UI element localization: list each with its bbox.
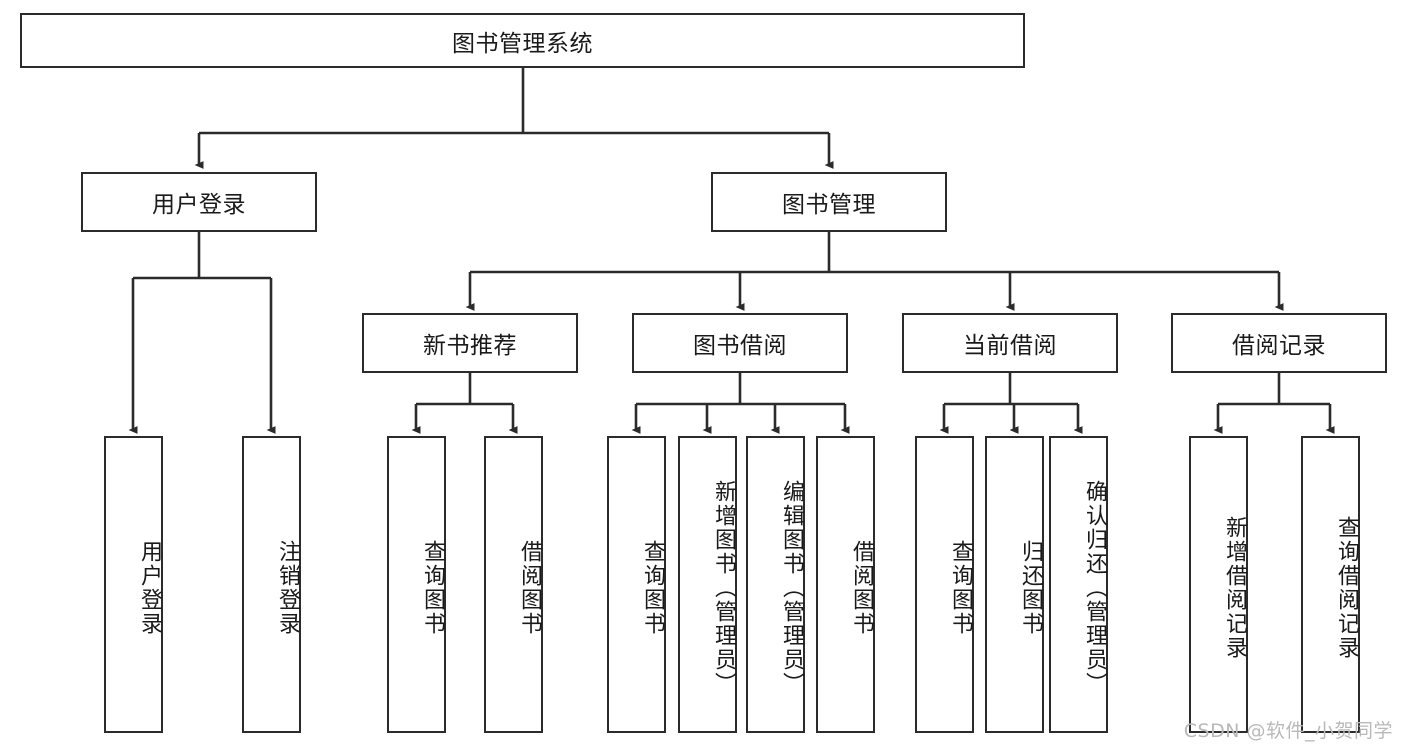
- node-label: 图书借阅: [693, 333, 787, 359]
- leaf-edit-book-admin[interactable]: 编辑图书（管理员）: [746, 436, 805, 733]
- node-new-book-recommend[interactable]: 新书推荐: [362, 313, 578, 373]
- node-label: 确认归还（管理员）: [1082, 479, 1107, 696]
- leaf-add-borrow-record[interactable]: 新增借阅记录: [1189, 436, 1248, 733]
- node-label: 查询借阅记录: [1334, 515, 1359, 660]
- leaf-query-books-current[interactable]: 查询图书: [915, 436, 974, 733]
- leaf-return-books[interactable]: 归还图书: [985, 436, 1044, 733]
- node-book-borrow[interactable]: 图书借阅: [632, 313, 848, 373]
- node-current-borrow[interactable]: 当前借阅: [902, 313, 1118, 373]
- node-label: 查询图书: [640, 539, 665, 636]
- leaf-borrow-books-recommend[interactable]: 借阅图书: [484, 436, 543, 733]
- leaf-borrow-books[interactable]: 借阅图书: [816, 436, 875, 733]
- node-label: 新书推荐: [423, 333, 517, 359]
- leaf-user-login[interactable]: 用户登录: [104, 436, 163, 733]
- csdn-watermark: CSDN @软件_小贺同学: [1183, 720, 1393, 742]
- node-label: 查询图书: [420, 539, 445, 636]
- node-label: 当前借阅: [963, 333, 1057, 359]
- node-book-management[interactable]: 图书管理: [711, 172, 947, 232]
- node-label: 借阅图书: [517, 539, 542, 636]
- leaf-confirm-return-admin[interactable]: 确认归还（管理员）: [1049, 436, 1108, 733]
- leaf-user-logout[interactable]: 注销登录: [242, 436, 301, 733]
- node-label: 新增借阅记录: [1222, 515, 1247, 660]
- leaf-query-books-recommend[interactable]: 查询图书: [387, 436, 446, 733]
- leaf-query-books-borrow[interactable]: 查询图书: [607, 436, 666, 733]
- node-label: 用户登录: [152, 192, 246, 218]
- node-user-login[interactable]: 用户登录: [81, 172, 317, 232]
- node-label: 查询图书: [948, 539, 973, 636]
- leaf-query-borrow-record[interactable]: 查询借阅记录: [1301, 436, 1360, 733]
- node-borrow-records[interactable]: 借阅记录: [1171, 313, 1387, 373]
- node-label: 归还图书: [1018, 539, 1043, 636]
- node-label: 借阅图书: [849, 539, 874, 636]
- node-label: 注销登录: [275, 539, 300, 636]
- node-label: 用户登录: [137, 539, 162, 636]
- node-root-system[interactable]: 图书管理系统: [20, 13, 1025, 68]
- node-label: 图书管理系统: [452, 30, 593, 57]
- node-label: 编辑图书（管理员）: [779, 479, 804, 696]
- leaf-add-book-admin[interactable]: 新增图书（管理员）: [678, 436, 737, 733]
- node-label: 新增图书（管理员）: [711, 479, 736, 696]
- node-label: 图书管理: [782, 192, 876, 218]
- node-label: 借阅记录: [1232, 333, 1326, 359]
